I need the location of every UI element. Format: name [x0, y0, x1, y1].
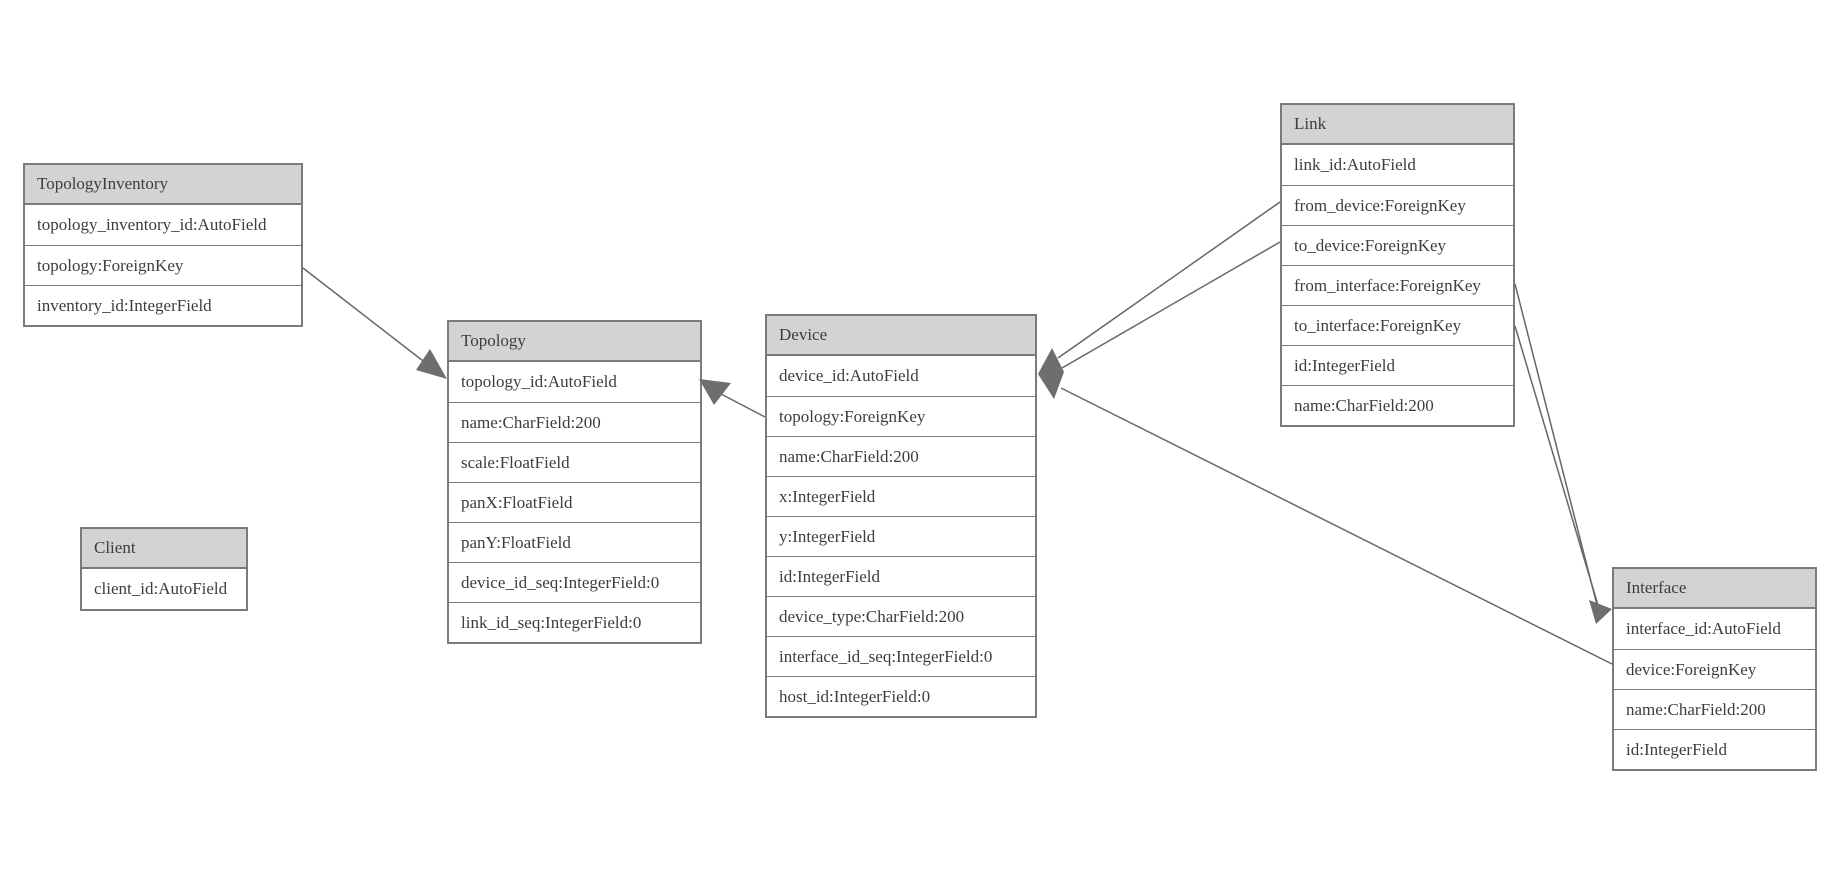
table-client: Client client_id:AutoField: [80, 527, 248, 611]
relation-line-link-to-device: [1061, 241, 1281, 369]
field-row: id:IntegerField: [767, 556, 1035, 596]
field-row: x:IntegerField: [767, 476, 1035, 516]
field-row: name:CharField:200: [1282, 385, 1513, 425]
table-topology: Topology topology_id:AutoField name:Char…: [447, 320, 702, 644]
table-topology-title: Topology: [449, 322, 700, 362]
table-topology-inventory-title: TopologyInventory: [25, 165, 301, 205]
field-row: from_device:ForeignKey: [1282, 185, 1513, 225]
field-row: device_id:AutoField: [767, 356, 1035, 396]
field-row: device:ForeignKey: [1614, 649, 1815, 689]
field-row: name:CharField:200: [767, 436, 1035, 476]
field-row: link_id:AutoField: [1282, 145, 1513, 185]
field-row: topology_inventory_id:AutoField: [25, 205, 301, 245]
field-row: inventory_id:IntegerField: [25, 285, 301, 325]
field-row: panX:FloatField: [449, 482, 700, 522]
arrowhead-device-topology: [699, 379, 731, 405]
relation-line-link-to-interface: [1514, 325, 1601, 613]
table-topology-inventory: TopologyInventory topology_inventory_id:…: [23, 163, 303, 327]
field-row: interface_id:AutoField: [1614, 609, 1815, 649]
field-row: host_id:IntegerField:0: [767, 676, 1035, 716]
table-device-title: Device: [767, 316, 1035, 356]
table-link-title: Link: [1282, 105, 1513, 145]
field-row: to_device:ForeignKey: [1282, 225, 1513, 265]
field-row: interface_id_seq:IntegerField:0: [767, 636, 1035, 676]
table-client-title: Client: [82, 529, 246, 569]
relation-line-topologyinventory-topology: [302, 267, 428, 365]
field-row: topology:ForeignKey: [25, 245, 301, 285]
field-row: id:IntegerField: [1282, 345, 1513, 385]
field-row: y:IntegerField: [767, 516, 1035, 556]
field-row: scale:FloatField: [449, 442, 700, 482]
field-row: panY:FloatField: [449, 522, 700, 562]
table-device: Device device_id:AutoField topology:Fore…: [765, 314, 1037, 718]
table-link: Link link_id:AutoField from_device:Forei…: [1280, 103, 1515, 427]
field-row: topology_id:AutoField: [449, 362, 700, 402]
field-row: client_id:AutoField: [82, 569, 246, 609]
field-row: id:IntegerField: [1614, 729, 1815, 769]
relation-line-link-from-device: [1057, 201, 1281, 359]
field-row: link_id_seq:IntegerField:0: [449, 602, 700, 642]
field-row: from_interface:ForeignKey: [1282, 265, 1513, 305]
field-row: device_type:CharField:200: [767, 596, 1035, 636]
field-row: name:CharField:200: [1614, 689, 1815, 729]
arrowhead-topologyinventory-topology: [416, 349, 447, 379]
field-row: topology:ForeignKey: [767, 396, 1035, 436]
field-row: to_interface:ForeignKey: [1282, 305, 1513, 345]
arrowhead-cluster-device: [1038, 348, 1064, 399]
relation-line-interface-device: [1060, 387, 1613, 665]
relation-line-link-from-interface: [1514, 283, 1598, 606]
field-row: device_id_seq:IntegerField:0: [449, 562, 700, 602]
arrowhead-link-interface: [1589, 600, 1612, 624]
table-interface: Interface interface_id:AutoField device:…: [1612, 567, 1817, 771]
table-interface-title: Interface: [1614, 569, 1815, 609]
field-row: name:CharField:200: [449, 402, 700, 442]
relation-line-device-topology: [720, 393, 766, 418]
